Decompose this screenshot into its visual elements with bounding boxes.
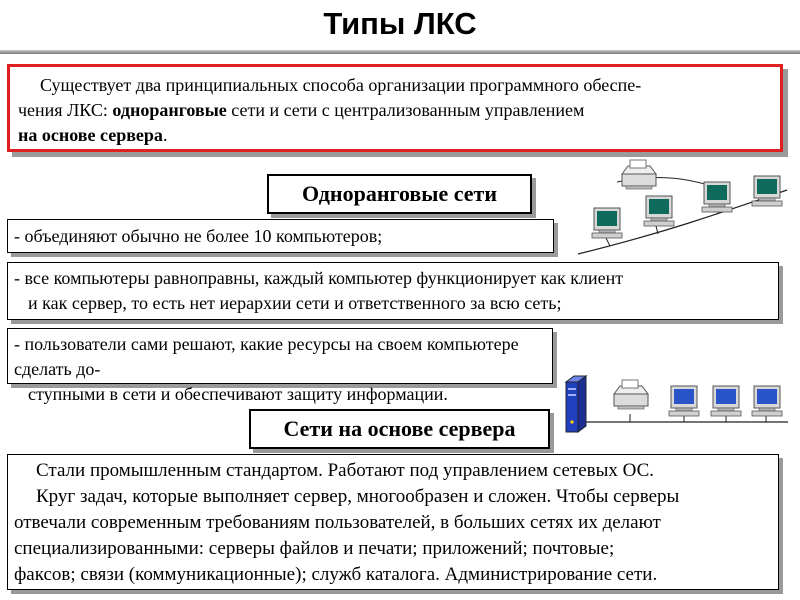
server-line-1-text: Стали промышленным стандартом. Работают … [36, 460, 655, 481]
computer-icon [751, 385, 783, 417]
intro-line-1-text: Существует два принципиальных способа ор… [40, 75, 642, 95]
server-line-4: специализированными: серверы файлов и пе… [14, 538, 615, 559]
peer-point-3-line-1: - пользователи сами решают, какие ресурс… [14, 334, 519, 379]
peer-point-3-line-2-wrap: ступными в сети и обеспечивают защиту ин… [14, 382, 546, 407]
computer-icon [751, 175, 783, 207]
computer-icon [710, 385, 742, 417]
intro-line-3: на основе сервера. [18, 123, 772, 148]
peer-point-3: - пользователи сами решают, какие ресурс… [7, 328, 553, 404]
server-line-2: Круг задач, которые выполняет сервер, мн… [14, 484, 772, 510]
computer-icon [668, 385, 700, 417]
computer-icon [701, 181, 733, 213]
peer-point-2-line-2-wrap: и как сервер, то есть нет иерархии сети … [14, 291, 772, 316]
intro-peer-term: одноранговые [112, 100, 227, 120]
printer-icon [613, 379, 649, 410]
server-network-illustration [564, 375, 788, 433]
intro-line-1: Существует два принципиальных способа ор… [18, 73, 772, 98]
server-line-5: факсов; связи (коммуникационные); служб … [14, 564, 658, 585]
server-description: Стали промышленным стандартом. Работают … [7, 454, 779, 590]
intro-line-2: чения ЛКС: одноранговые сети и сети с це… [18, 98, 772, 123]
intro-server-term: на основе сервера [18, 125, 163, 145]
peer-point-2: - все компьютеры равноправны, каждый ком… [7, 262, 779, 320]
peer-network-illustration [577, 159, 788, 255]
server-line-3: отвечали современным требованиям пользов… [14, 512, 661, 533]
printer-icon [621, 159, 657, 190]
peer-point-2-line-2: и как сервер, то есть нет иерархии сети … [28, 293, 562, 313]
peer-point-2-line-1: - все компьютеры равноправны, каждый ком… [14, 268, 624, 288]
intro-line-3-post: . [162, 125, 168, 145]
server-networks-heading: Сети на основе сервера [249, 409, 550, 449]
server-line-2-text: Круг задач, которые выполняет сервер, мн… [36, 486, 680, 507]
intro-line-2-post: сети и сети с централизованным управлени… [226, 100, 585, 120]
peer-point-1: - объединяют обычно не более 10 компьюте… [7, 219, 554, 253]
peer-point-3-line-2: ступными в сети и обеспечивают защиту ин… [28, 384, 448, 404]
computer-icon [591, 207, 623, 239]
server-line-1: Стали промышленным стандартом. Работают … [14, 458, 772, 484]
peer-networks-heading: Одноранговые сети [267, 174, 532, 214]
server-tower-icon [564, 375, 588, 433]
page-title: Типы ЛКС [323, 6, 477, 41]
computer-icon [643, 195, 675, 227]
title-divider [0, 50, 800, 54]
intro-line-2-pre: чения ЛКС: [18, 100, 113, 120]
intro-box: Существует два принципиальных способа ор… [7, 64, 783, 152]
